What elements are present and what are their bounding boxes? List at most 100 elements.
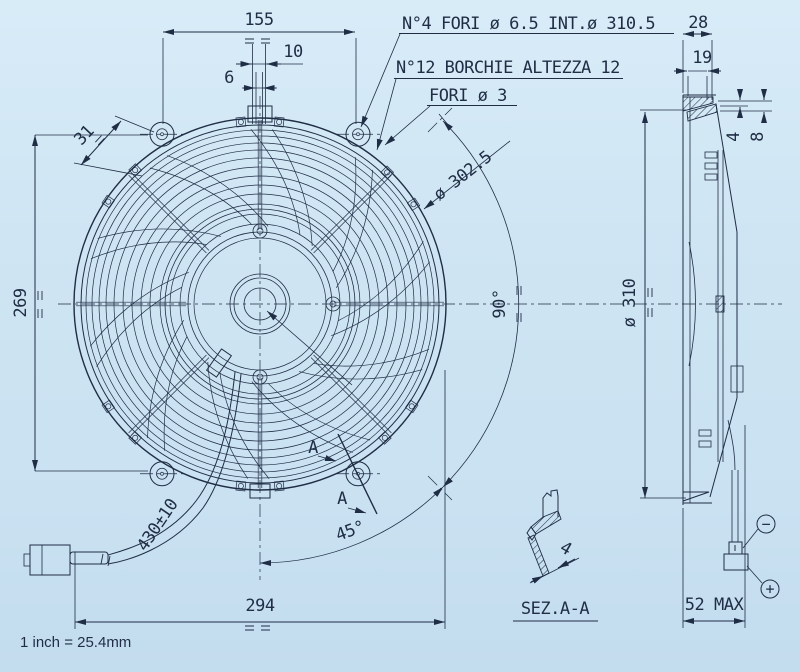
rivet-hole — [237, 483, 244, 489]
dim-6: 6 — [224, 68, 277, 91]
minus-polarity-icon: − — [761, 515, 770, 533]
blade-edge — [332, 157, 357, 272]
grille-spoke — [128, 354, 207, 434]
rivet-stud — [404, 399, 419, 414]
polarity-minus: − — [742, 514, 776, 549]
svg-text:19: 19 — [692, 48, 712, 68]
annotation-notes: N°4 FORI ø 6.5 INT.ø 310.5 N°12 BORCHIE … — [360, 14, 674, 151]
mounting-hole-center — [160, 132, 164, 137]
dim-52-max: 52 MAX — [682, 425, 746, 628]
rivet-hole — [381, 434, 388, 441]
hub-screw — [256, 373, 264, 381]
grille-spoke — [310, 172, 390, 251]
dim-8-side: 8 — [748, 89, 768, 142]
dim-dia-302: ø 302.5 — [423, 140, 511, 210]
dim-10: 10 — [236, 42, 303, 67]
dim-269: 269 — [11, 134, 148, 472]
grille-ring — [113, 157, 407, 451]
rivet-hole — [132, 167, 139, 174]
section-marker-a-bottom: A — [337, 489, 347, 509]
shroud-section-hatch-top — [682, 96, 714, 112]
dim-155: 155 — [162, 10, 357, 124]
blade-edge — [313, 348, 430, 367]
blade-edge — [147, 320, 184, 439]
blade-edge — [89, 271, 189, 347]
rivet-hole — [132, 434, 139, 441]
top-tab — [247, 44, 273, 124]
svg-text:31: 31 — [70, 121, 98, 149]
blade-edge — [90, 241, 207, 260]
grille-ring — [85, 129, 435, 479]
rivet-hole — [384, 169, 391, 176]
rivet-hole — [276, 119, 283, 125]
rivet-stud — [235, 480, 247, 492]
svg-text:6: 6 — [224, 68, 234, 88]
section-dim-4: 4 — [556, 538, 575, 560]
dim-19: 19 — [674, 48, 721, 100]
blade-edge — [96, 287, 182, 367]
svg-text:294: 294 — [245, 596, 274, 616]
blade-edge — [163, 336, 188, 451]
cable-assembly — [23, 348, 242, 576]
blade-edge — [207, 361, 249, 479]
blade-edge — [298, 369, 423, 380]
dim-28: 28 — [682, 13, 713, 100]
section-marker-a-top: A — [308, 438, 318, 458]
hub-screw — [252, 369, 268, 385]
note-studs: N°12 BORCHIE ALTEZZA 12 — [396, 58, 620, 78]
svg-text:8: 8 — [748, 132, 768, 142]
grille-spoke — [313, 174, 392, 254]
blade-edge — [167, 155, 269, 227]
grille-spoke — [313, 354, 392, 434]
blade-edge — [336, 169, 373, 288]
hub-screw — [252, 223, 268, 239]
blade-edge — [219, 373, 270, 479]
hub-center-leader — [266, 310, 353, 386]
blade-edge — [271, 129, 313, 247]
hub-section-hatch — [715, 295, 725, 313]
note-stud-holes: FORI ø 3 — [429, 86, 507, 106]
hub-circle — [187, 231, 333, 377]
plus-polarity-icon: + — [765, 580, 774, 598]
rivet-stud — [101, 399, 116, 414]
rivet-stud — [235, 116, 247, 128]
svg-text:52 MAX: 52 MAX — [685, 595, 745, 615]
hub-screw — [256, 227, 264, 235]
hub-screw — [329, 300, 337, 308]
blade-edge — [250, 129, 301, 235]
blade-edge — [338, 241, 424, 321]
scale-note: 1 inch = 25.4mm — [20, 634, 131, 651]
dim-angle-90: 90° — [438, 113, 522, 488]
mounting-hole-center — [160, 471, 164, 476]
section-detail: 4 SEZ.A-A — [513, 489, 598, 622]
fan-front-view — [73, 116, 447, 492]
rivet-hole — [276, 483, 283, 489]
dim-4-side: 4 — [718, 89, 772, 142]
hub-screw — [325, 296, 341, 312]
rivet-stud — [273, 116, 285, 128]
rivet-stud — [128, 430, 143, 445]
blade-edge — [149, 167, 252, 225]
blade-edge — [268, 383, 371, 441]
blade-edge — [97, 228, 222, 239]
hub-circle — [243, 287, 277, 321]
grille-spoke — [310, 357, 390, 436]
grille-spoke — [130, 357, 210, 436]
grille-spoke — [130, 172, 210, 251]
grille-ring — [91, 135, 429, 473]
dim-31: 31 — [70, 115, 155, 177]
rivet-stud — [377, 430, 392, 445]
grille-ring — [140, 184, 380, 424]
polarity-plus: + — [746, 565, 780, 599]
shroud-inner-ring — [80, 124, 440, 484]
rivet-hole — [105, 198, 112, 205]
cable-break-marks — [100, 553, 111, 567]
side-connector — [723, 541, 749, 571]
mounting-hole-center — [356, 132, 360, 137]
fan-side-view: − + — [682, 94, 780, 599]
svg-text:10: 10 — [283, 42, 303, 62]
svg-text:269: 269 — [11, 288, 31, 317]
grille-ring — [98, 142, 422, 466]
connector — [23, 544, 109, 576]
